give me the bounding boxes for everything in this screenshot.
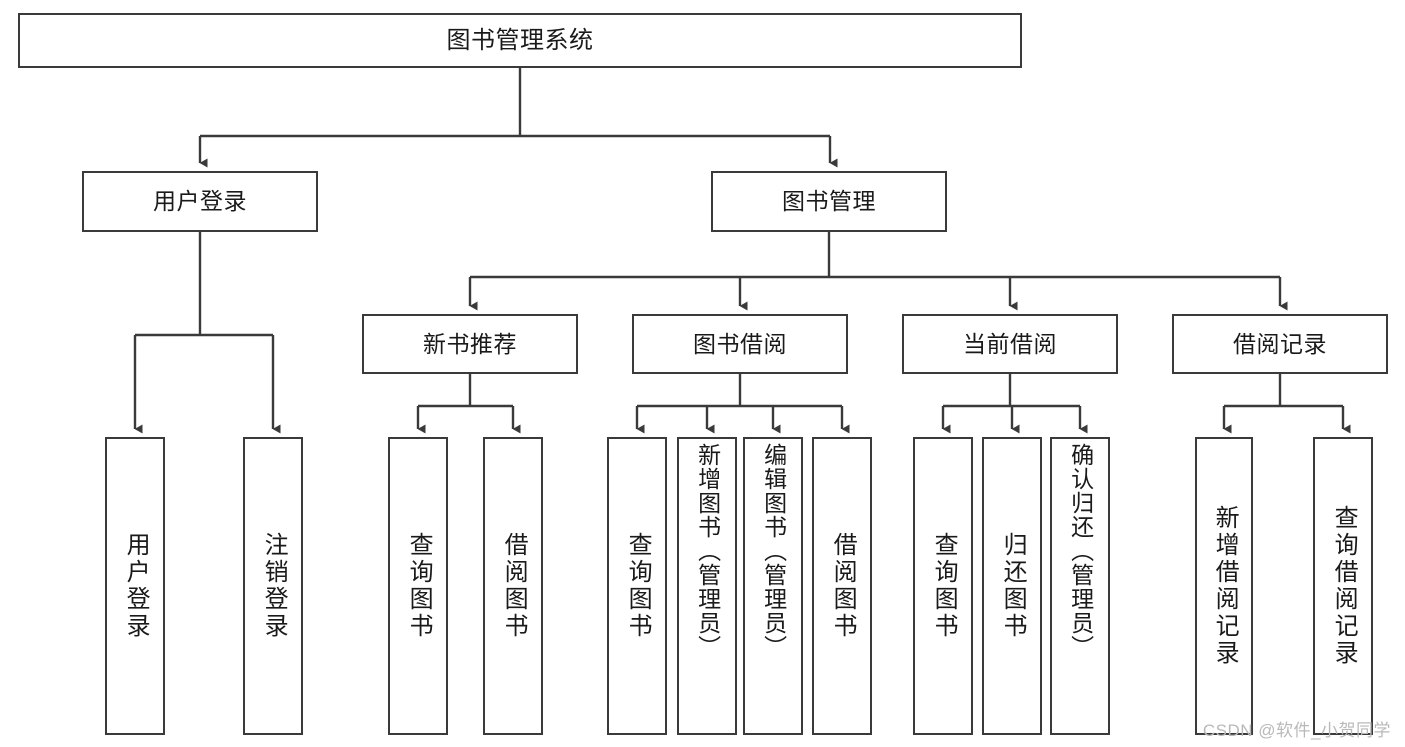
node-label: 注销登录: [260, 532, 288, 640]
node-label: 图书管理系统: [446, 26, 594, 54]
leaf-query-book-recommend[interactable]: 查询图书: [388, 437, 448, 735]
node-label: 归还图书: [999, 532, 1027, 640]
leaf-borrow-book[interactable]: 借阅图书: [812, 437, 872, 735]
node-borrow-record[interactable]: 借阅记录: [1172, 314, 1388, 374]
leaf-borrow-book-recommend[interactable]: 借阅图书: [483, 437, 543, 735]
leaf-user-login[interactable]: 用户登录: [105, 437, 165, 735]
node-book-management[interactable]: 图书管理: [711, 171, 947, 232]
node-current-borrow[interactable]: 当前借阅: [902, 314, 1118, 374]
node-label: 图书借阅: [693, 330, 787, 357]
node-label: 用户登录: [153, 188, 247, 215]
node-label: 查询图书: [624, 532, 652, 640]
node-label: 查询图书: [930, 532, 958, 640]
leaf-return-book[interactable]: 归还图书: [982, 437, 1042, 735]
leaf-edit-book-admin[interactable]: 编辑图书（管理员）: [743, 437, 803, 735]
leaf-query-borrow-record[interactable]: 查询借阅记录: [1313, 437, 1373, 735]
node-new-book-recommend[interactable]: 新书推荐: [362, 314, 578, 374]
node-label: 新增借阅记录: [1211, 505, 1239, 667]
node-label: 借阅图书: [829, 532, 857, 640]
leaf-confirm-return-admin[interactable]: 确认归还（管理员）: [1050, 437, 1110, 735]
leaf-query-book-borrow[interactable]: 查询图书: [607, 437, 667, 735]
node-label: 查询借阅记录: [1330, 505, 1358, 667]
leaf-add-borrow-record[interactable]: 新增借阅记录: [1195, 437, 1253, 735]
leaf-query-book-current[interactable]: 查询图书: [913, 437, 973, 735]
leaf-logout[interactable]: 注销登录: [243, 437, 303, 735]
node-book-borrow[interactable]: 图书借阅: [632, 314, 848, 374]
node-label: 借阅记录: [1233, 330, 1327, 357]
node-user-login[interactable]: 用户登录: [82, 171, 318, 232]
node-label: 查询图书: [405, 532, 433, 640]
node-label: 确认归还（管理员）: [1067, 443, 1094, 659]
node-label: 借阅图书: [500, 532, 528, 640]
node-root-system[interactable]: 图书管理系统: [18, 13, 1022, 68]
node-label: 当前借阅: [963, 330, 1057, 357]
node-label: 新增图书（管理员）: [694, 443, 721, 659]
node-label: 编辑图书（管理员）: [760, 443, 787, 659]
node-label: 新书推荐: [423, 330, 517, 357]
node-label: 图书管理: [782, 188, 876, 215]
node-label: 用户登录: [122, 532, 150, 640]
leaf-add-book-admin[interactable]: 新增图书（管理员）: [677, 437, 737, 735]
